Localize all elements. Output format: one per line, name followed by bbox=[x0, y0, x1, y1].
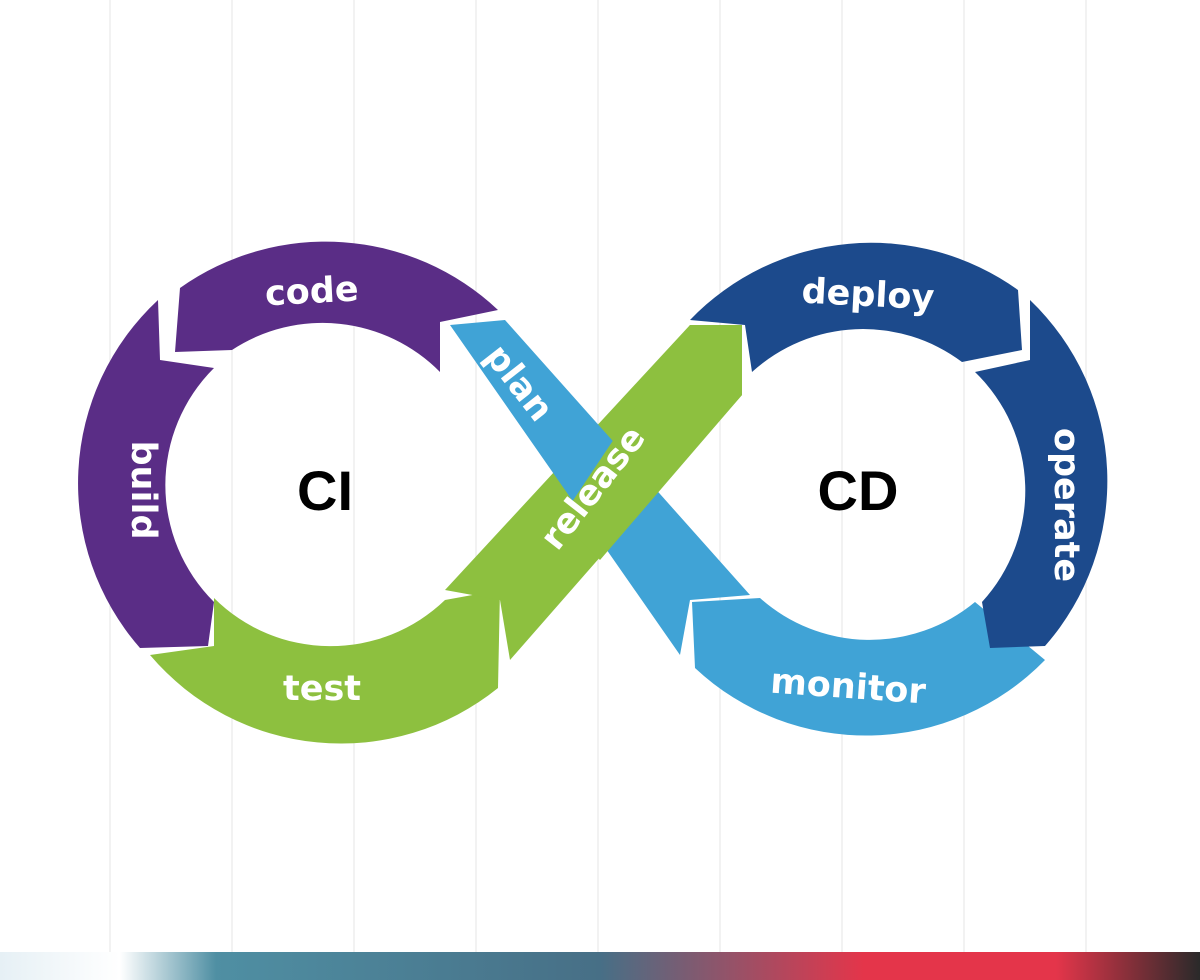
label-ci: CI bbox=[297, 459, 353, 522]
code-segment bbox=[175, 241, 498, 372]
label-operate: operate bbox=[1046, 428, 1086, 582]
release-crossing-overlay bbox=[560, 325, 742, 560]
label-code: code bbox=[264, 269, 360, 314]
bottom-color-bar bbox=[0, 952, 1200, 980]
deploy-segment bbox=[690, 242, 1022, 372]
label-deploy: deploy bbox=[801, 272, 936, 319]
operate-segment bbox=[975, 300, 1108, 648]
monitor-segment bbox=[692, 598, 1045, 736]
label-build: build bbox=[123, 440, 163, 539]
test-segment bbox=[150, 590, 500, 744]
label-test: test bbox=[283, 669, 361, 709]
label-cd: CD bbox=[818, 459, 899, 522]
build-segment bbox=[78, 300, 214, 648]
